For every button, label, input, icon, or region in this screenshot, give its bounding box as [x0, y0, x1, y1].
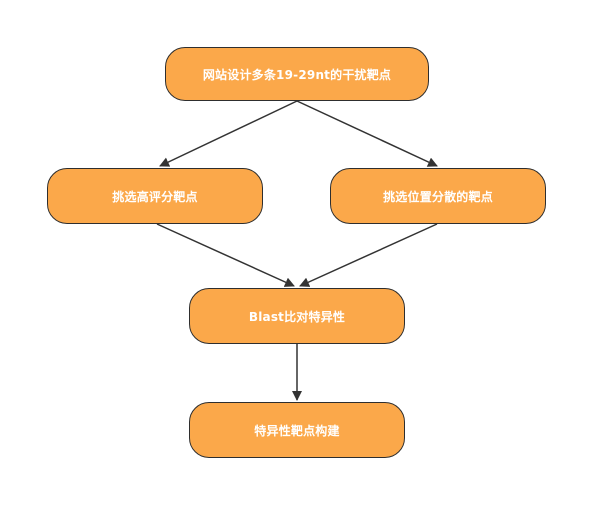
node-blast-specificity-label: Blast比对特异性	[248, 309, 346, 324]
node-specific-target-build-label: 特异性靶点构建	[254, 423, 340, 438]
arrow-top-to-right	[296, 100, 438, 167]
node-select-dispersed-label: 挑选位置分散的靶点	[383, 189, 493, 204]
node-design-targets: 网站设计多条19-29nt的干扰靶点	[165, 47, 429, 101]
node-design-targets-label: 网站设计多条19-29nt的干扰靶点	[202, 67, 392, 82]
arrow-top-to-left	[159, 100, 298, 167]
arrow-left-to-blast	[156, 223, 295, 287]
node-blast-specificity: Blast比对特异性	[189, 288, 405, 344]
node-select-high-score-label: 挑选高评分靶点	[112, 189, 198, 204]
node-select-dispersed: 挑选位置分散的靶点	[330, 168, 546, 224]
node-select-high-score: 挑选高评分靶点	[47, 168, 263, 224]
node-specific-target-build: 特异性靶点构建	[189, 402, 405, 458]
arrow-right-to-blast	[299, 223, 438, 287]
